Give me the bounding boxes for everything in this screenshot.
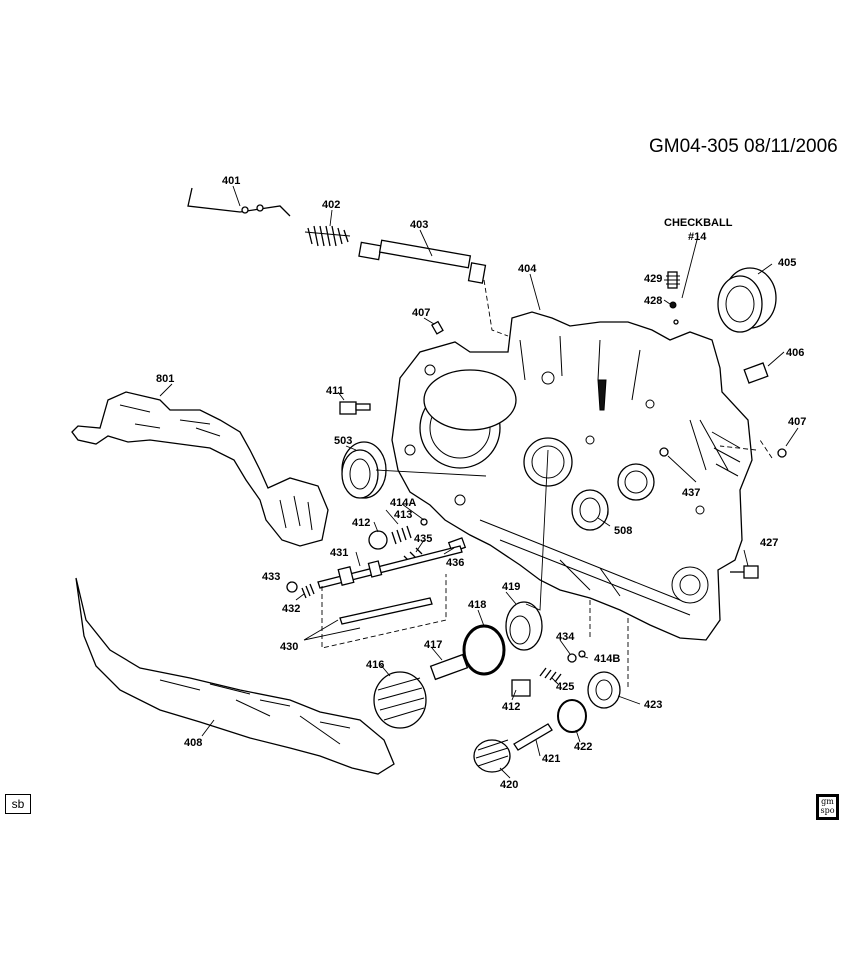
- part-434: [567, 653, 577, 663]
- label-417: 417: [424, 639, 442, 651]
- logo-bottom-text: spo: [820, 806, 835, 815]
- label-432: 432: [282, 603, 300, 615]
- logo-top-text: gm: [821, 797, 834, 806]
- label-418: 418: [468, 599, 486, 611]
- label-430: 430: [280, 641, 298, 653]
- label-423: 423: [644, 699, 662, 711]
- plug-407-top: [431, 320, 444, 335]
- label-435: 435: [414, 533, 432, 545]
- valve-431: [317, 545, 463, 589]
- label-414b: 414B: [594, 653, 620, 665]
- label-checkball-num: #14: [688, 231, 707, 243]
- seal-405: [717, 267, 777, 333]
- seal-503: [341, 441, 387, 499]
- spring-425: [539, 667, 562, 683]
- piston-419: [505, 601, 543, 651]
- label-416: 416: [366, 659, 384, 671]
- piston-423: [587, 671, 621, 709]
- label-422: 422: [574, 741, 592, 753]
- label-420: 420: [500, 779, 518, 791]
- sb-badge: sb: [5, 794, 31, 814]
- label-405: 405: [778, 257, 796, 269]
- label-403: 403: [410, 219, 428, 231]
- label-404: 404: [518, 263, 537, 275]
- label-401: 401: [222, 175, 240, 187]
- spring-420: [473, 739, 511, 773]
- label-414a: 414A: [390, 497, 416, 509]
- diagram-code: GM04-305 08/11/2006: [649, 136, 838, 157]
- label-413: 413: [394, 509, 412, 521]
- label-436: 436: [446, 557, 464, 569]
- shaft-403: [358, 239, 509, 337]
- spring-432: [301, 583, 315, 599]
- label-427: 427: [760, 537, 778, 549]
- label-801: 801: [156, 373, 174, 385]
- plug-412-lower: [511, 679, 531, 697]
- callout-labels: 401 402 403 404 405 406 407 407 408 411 …: [156, 175, 806, 791]
- pin-417: [429, 653, 469, 681]
- plug-412-upper: [368, 530, 388, 550]
- label-411: 411: [326, 385, 344, 397]
- label-408: 408: [184, 737, 202, 749]
- label-428: 428: [644, 295, 662, 307]
- valve-430: [339, 597, 433, 625]
- seal-ring-422: [557, 699, 587, 733]
- group-box-430: [321, 574, 447, 649]
- spring-402: [304, 225, 351, 247]
- label-429: 429: [644, 273, 662, 285]
- bolt-427: [730, 565, 759, 579]
- label-402: 402: [322, 199, 340, 211]
- label-421: 421: [542, 753, 560, 765]
- seal-ring-418: [462, 624, 506, 676]
- gm-spo-logo: gm spo: [816, 794, 839, 820]
- part-433: [286, 581, 298, 593]
- label-412-lower: 412: [502, 701, 520, 713]
- spring-416: [373, 671, 427, 729]
- part-437: [659, 447, 669, 457]
- leader-lines: [159, 185, 799, 779]
- label-431: 431: [330, 547, 348, 559]
- label-407-top: 407: [412, 307, 430, 319]
- label-checkball-title: CHECKBALL: [664, 217, 733, 229]
- label-412-upper: 412: [352, 517, 370, 529]
- label-406: 406: [786, 347, 804, 359]
- pin-421: [513, 723, 553, 751]
- plug-407-right: [777, 448, 787, 458]
- screw-411: [339, 401, 371, 415]
- label-434: 434: [556, 631, 575, 643]
- label-433: 433: [262, 571, 280, 583]
- label-508: 508: [614, 525, 632, 537]
- part-414b: [578, 650, 586, 658]
- gasket-801: [71, 391, 329, 547]
- label-419: 419: [502, 581, 520, 593]
- label-407-right: 407: [788, 416, 806, 428]
- spring-413: [391, 525, 412, 545]
- pin-406: [743, 362, 769, 384]
- seal-508: [571, 489, 609, 531]
- label-503: 503: [334, 435, 352, 447]
- checkball-428: [669, 301, 677, 309]
- label-425: 425: [556, 681, 574, 693]
- gasket-408: [75, 577, 395, 775]
- label-437: 437: [682, 487, 700, 499]
